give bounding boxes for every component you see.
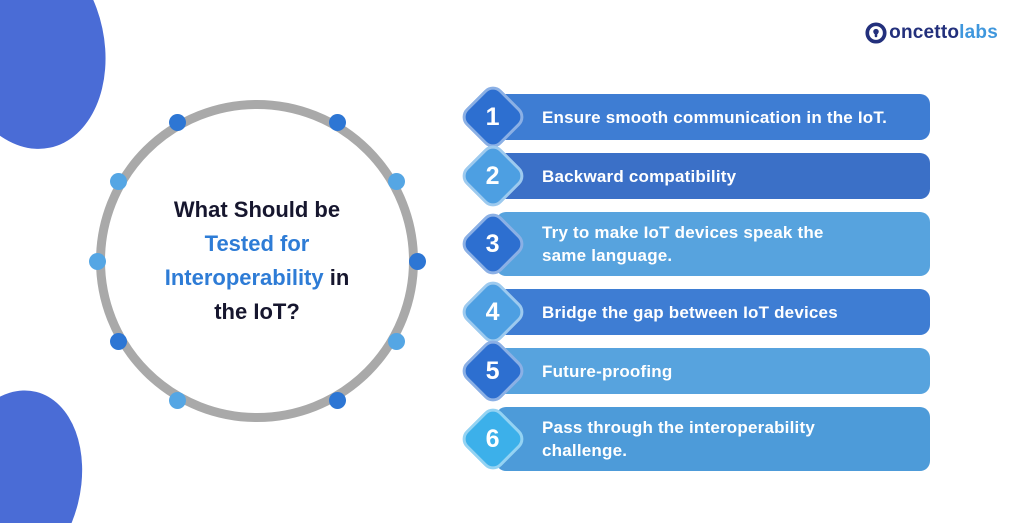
item-number: 4 [486, 297, 500, 326]
item-number: 5 [486, 356, 500, 385]
item-bar: Future-proofing [496, 348, 930, 394]
circle-dot [387, 332, 405, 350]
headline-circle: What Should be Tested for Interoperabili… [86, 90, 428, 432]
interoperability-list: 1 Ensure smooth communication in the IoT… [457, 81, 930, 475]
item-text: Pass through the interoperability challe… [542, 418, 815, 460]
item-text: Bridge the gap between IoT devices [542, 302, 838, 322]
list-item: 4 Bridge the gap between IoT devices [457, 276, 930, 348]
title-line-3-highlight: Interoperability [164, 265, 324, 290]
item-bar: Backward compatibility [496, 153, 930, 199]
item-number: 6 [486, 424, 500, 453]
item-bar: Bridge the gap between IoT devices [496, 289, 930, 335]
brand-name-suffix: labs [959, 22, 998, 43]
item-number: 3 [486, 229, 500, 258]
circle-dot [387, 172, 405, 190]
circle-dot [408, 252, 426, 270]
title-line-2: Tested for [204, 231, 310, 256]
item-text: Ensure smooth communication in the IoT. [542, 107, 887, 127]
list-item: 2 Backward compatibility [457, 140, 930, 212]
item-number-badge: 2 [457, 140, 529, 212]
item-number-badge: 1 [457, 81, 529, 153]
lightbulb-circle-icon [865, 22, 887, 44]
circle-dot [88, 252, 106, 270]
brand-logo: oncettolabs [865, 22, 998, 44]
brand-name-prefix: oncetto [889, 22, 960, 43]
circle-dot [109, 332, 127, 350]
title-line-4: the IoT? [214, 299, 300, 324]
item-text: Future-proofing [542, 361, 673, 381]
circle-dot [328, 113, 346, 131]
title-line-3-rest: in [323, 265, 350, 290]
circle-dot [168, 113, 186, 131]
item-text: Try to make IoT devices speak the same l… [542, 223, 824, 265]
circle-dot [109, 172, 127, 190]
item-bar: Try to make IoT devices speak the same l… [496, 212, 930, 276]
list-item: 3 Try to make IoT devices speak the same… [457, 208, 930, 280]
circle-dot [328, 391, 346, 409]
brand-name: oncettolabs [889, 22, 998, 44]
list-item: 5 Future-proofing [457, 335, 930, 407]
item-number: 1 [486, 102, 500, 131]
item-number-badge: 5 [457, 335, 529, 407]
list-item: 1 Ensure smooth communication in the IoT… [457, 81, 930, 153]
item-number-badge: 4 [457, 276, 529, 348]
page-title: What Should be Tested for Interoperabili… [124, 193, 390, 329]
item-bar: Ensure smooth communication in the IoT. [496, 94, 930, 140]
circle-dot [168, 391, 186, 409]
item-bar: Pass through the interoperability challe… [496, 407, 930, 471]
item-number: 2 [486, 161, 500, 190]
list-item: 6 Pass through the interoperability chal… [457, 403, 930, 475]
title-line-1: What Should be [173, 197, 341, 222]
item-text: Backward compatibility [542, 166, 737, 186]
